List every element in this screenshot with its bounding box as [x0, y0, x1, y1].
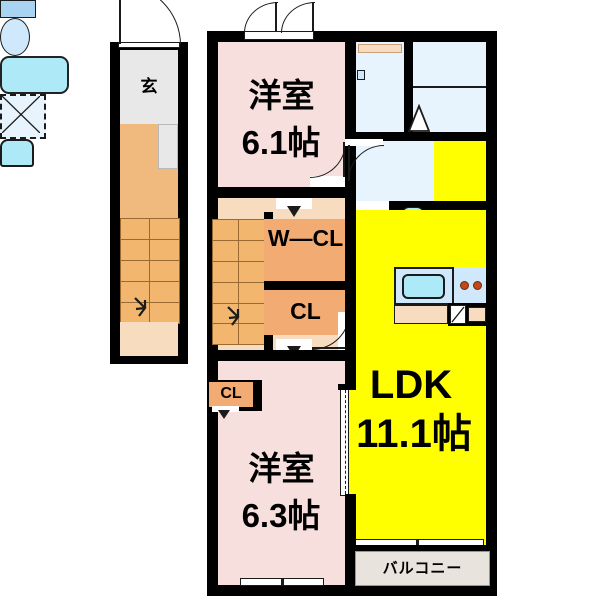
window-leaf-right	[312, 2, 314, 32]
kitchen-side-counter	[468, 307, 486, 322]
window-leaf-left	[275, 2, 277, 32]
bedroom-south-window-mullion	[281, 578, 284, 586]
interior-stair-step	[238, 240, 266, 263]
window-swing-left-icon	[244, 2, 278, 33]
interior-stair-step	[238, 261, 266, 284]
wall-hall-ldk	[345, 198, 356, 350]
hall-north-door-arrow-icon	[287, 206, 301, 217]
wall-hall-south	[207, 350, 356, 361]
hall-ldk-door-leaf	[312, 347, 349, 349]
toilet-lever-icon	[357, 70, 365, 80]
bathroom-door-icon[interactable]	[407, 103, 431, 132]
bedroom-south-sliding-track	[345, 390, 346, 494]
wall-bedroom-south-ldk-top	[345, 361, 356, 390]
stair-step	[120, 260, 151, 283]
interior-stair-step	[238, 219, 266, 242]
ldk-area: 11.1帖	[356, 412, 472, 456]
interior-stair-step	[212, 282, 240, 305]
wall-wet-divider	[345, 132, 486, 141]
closet-small-door-arrow-icon	[218, 410, 230, 419]
hall-north-door-opening[interactable]	[276, 198, 312, 209]
wall-bedroom-wet	[345, 31, 356, 187]
toilet-room	[356, 42, 404, 132]
walk-in-closet-label: W—CL	[267, 225, 344, 251]
stair-step	[149, 239, 180, 262]
toilet-bowl-icon	[0, 18, 30, 56]
balcony-label: バルコニー	[382, 560, 463, 577]
ldk-main	[349, 210, 486, 545]
kitchen-sink-icon	[402, 274, 445, 299]
stair-step	[149, 260, 180, 283]
wall-closet-divider	[264, 281, 347, 290]
entrance-label: 玄	[140, 77, 158, 96]
entrance-floor	[120, 50, 178, 124]
interior-stair-step	[212, 219, 240, 242]
entry-door-swing-icon	[120, 0, 181, 45]
shoe-box	[158, 124, 178, 169]
bedroom-south-area: 6.3帖	[241, 497, 321, 534]
wall-toilet-bath	[404, 31, 413, 132]
bedroom-north-door-opening[interactable]	[310, 176, 345, 187]
walk-in-closet	[264, 219, 347, 281]
interior-stair-step	[238, 303, 266, 325]
wall-washroom-bottom-right	[434, 201, 486, 210]
stair-direction-icon	[133, 296, 149, 320]
balcony	[355, 551, 490, 586]
wall-bedroom-south-ldk-mid	[338, 384, 347, 390]
kitchen-counter-split	[452, 267, 454, 305]
stair-step	[120, 239, 151, 262]
kitchen-base-cabinet	[394, 305, 448, 324]
interior-stair-step	[212, 240, 240, 263]
washroom-ldk-door-opening[interactable]	[349, 201, 389, 210]
bedroom-north-door-leaf	[343, 142, 345, 177]
bedroom-north-name: 洋室	[248, 77, 315, 114]
stove-burner-right	[473, 281, 482, 290]
bedroom-north-window[interactable]	[244, 31, 314, 40]
bathtub-icon	[0, 56, 69, 94]
washroom-door-leaf	[348, 145, 350, 180]
stair-step	[149, 218, 180, 241]
interior-stair-step	[238, 282, 266, 305]
closet-small-door-opening[interactable]	[212, 406, 239, 412]
window-swing-right-icon	[281, 2, 315, 33]
ldk-window-mullion	[416, 539, 419, 547]
interior-stair-direction-icon	[226, 305, 242, 329]
wall-bedroom-north-south	[207, 187, 356, 198]
bath-divider	[413, 86, 486, 88]
bedroom-south-name: 洋室	[248, 450, 315, 487]
stove-icon	[454, 267, 486, 305]
stair-step	[149, 302, 180, 324]
hall-south-door-opening[interactable]	[276, 339, 312, 350]
toilet-tank-icon	[0, 0, 36, 18]
stair-landing	[120, 322, 178, 356]
washing-machine-space-icon	[0, 94, 46, 139]
closet-small-label: CL	[220, 385, 242, 402]
entry-door-leaf	[119, 0, 121, 44]
closet-small	[209, 382, 253, 407]
toilet-shelf	[358, 44, 402, 53]
interior-stair-step	[238, 323, 266, 345]
kitchen-corner-panel	[450, 305, 466, 324]
ldk-name: LDK	[369, 363, 453, 407]
stove-burner-left	[460, 281, 469, 290]
ldk-upper-right	[434, 141, 486, 201]
stair-step	[120, 218, 151, 241]
wall-bedroom-south-ldk-bottom	[345, 494, 356, 585]
washbasin-icon	[0, 139, 34, 167]
stair-step	[149, 281, 180, 304]
bedroom-north-area: 6.1帖	[241, 124, 321, 161]
interior-stair-step	[212, 261, 240, 284]
washroom-door-opening[interactable]	[345, 139, 383, 146]
